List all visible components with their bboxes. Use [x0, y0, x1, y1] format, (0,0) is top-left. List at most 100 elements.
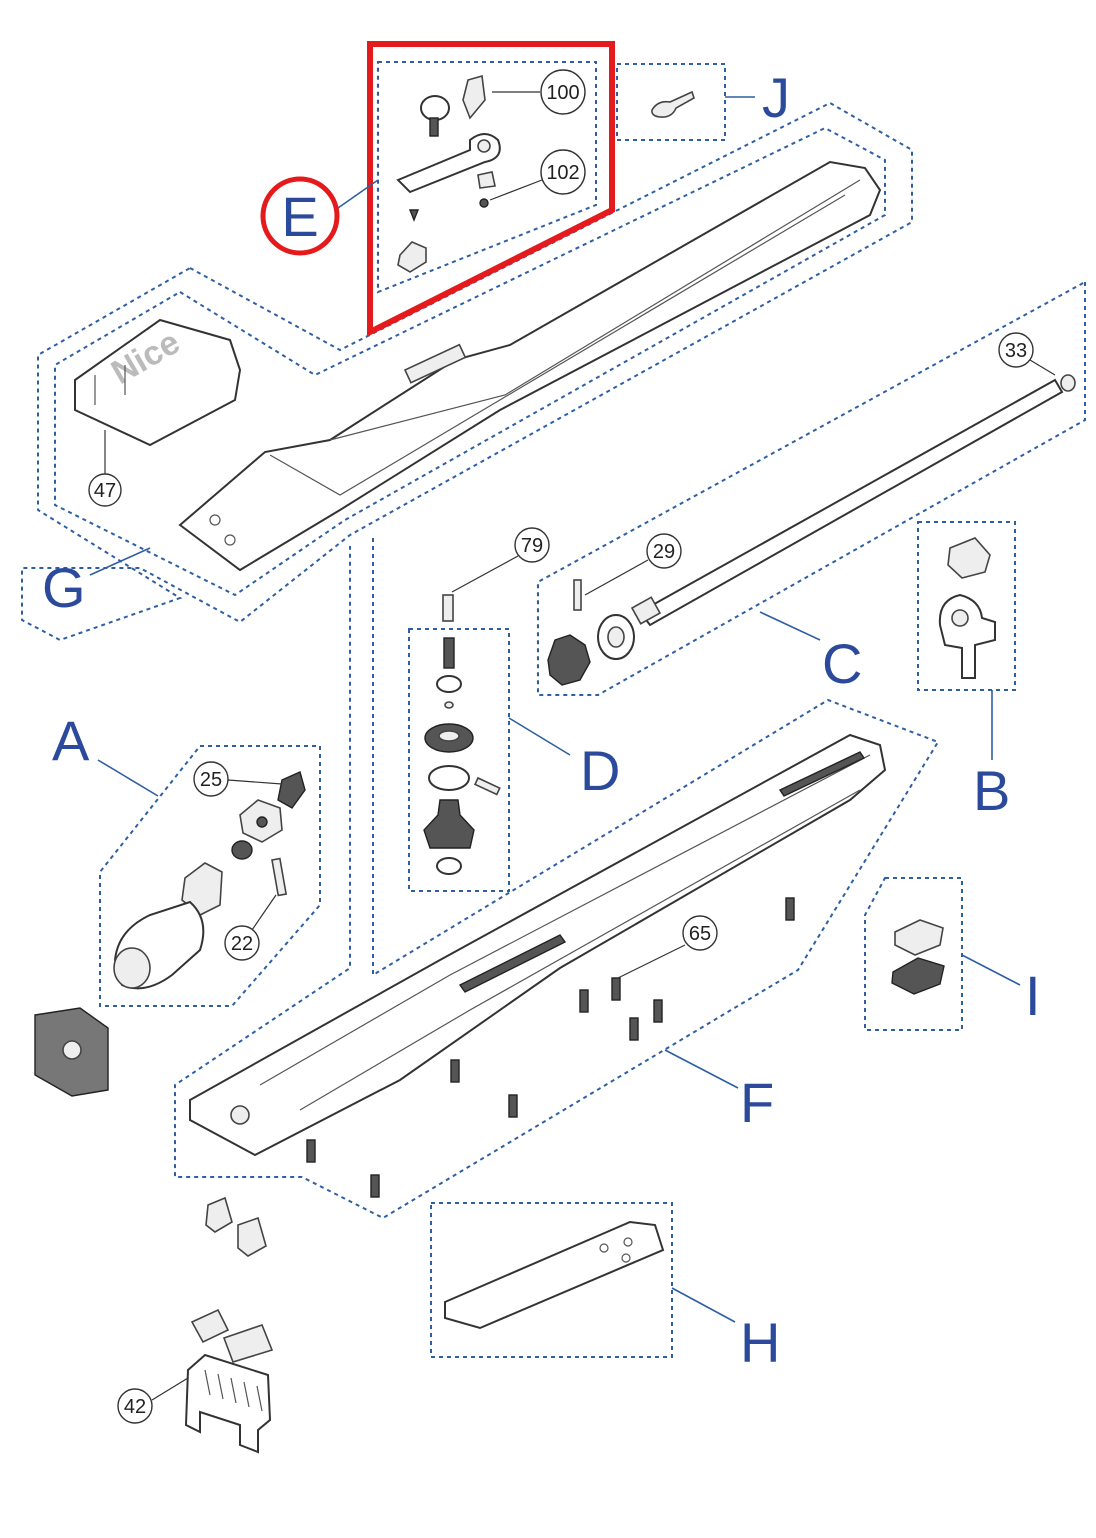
plate-hole	[621, 1253, 631, 1263]
screw-group	[306, 897, 795, 1198]
group-f: 65 F	[174, 538, 940, 1220]
part-number-22: 22	[231, 933, 253, 955]
group-letter-h: H	[740, 1311, 780, 1374]
screw	[611, 977, 621, 1001]
gearbox-plate-hole	[62, 1040, 82, 1060]
part-number-100: 100	[546, 82, 579, 104]
bevel-gear-part	[423, 799, 475, 849]
motor-flange-part	[181, 862, 223, 916]
cover-ridge-line	[269, 179, 861, 496]
cap-notch	[94, 365, 126, 405]
group-letter-d: D	[580, 739, 620, 802]
group-h-border	[430, 1202, 673, 1358]
group-i: I	[864, 877, 1041, 1031]
leader-e	[337, 179, 379, 209]
release-lever-hole	[951, 609, 969, 627]
part-number-circle-33	[998, 332, 1034, 368]
group-letter-c: C	[822, 632, 862, 695]
part-number-circle-102	[540, 149, 586, 195]
leader-h	[671, 1287, 736, 1323]
part-number-65: 65	[689, 923, 711, 945]
cable-gland-part	[237, 1216, 267, 1257]
group-letter-f: F	[740, 1071, 774, 1134]
part-number-circle-25	[193, 761, 229, 797]
group-i-border	[864, 877, 963, 1031]
release-lever-part	[938, 593, 996, 679]
screw	[653, 999, 663, 1023]
cable-gland-group	[205, 1196, 267, 1257]
dowel-d	[473, 776, 501, 796]
terminal-block-group: 42	[117, 1308, 274, 1454]
bearing-inner	[607, 626, 625, 648]
group-letter-e: E	[281, 185, 318, 248]
part-number-circle-22	[224, 925, 260, 961]
group-e-highlight-box	[367, 41, 615, 337]
group-f-border	[174, 538, 940, 1220]
leader-22	[251, 894, 277, 931]
part-number-circle-47	[88, 473, 122, 507]
group-e: 100 102 E	[260, 41, 615, 337]
pin-22	[271, 857, 288, 897]
group-b-border	[917, 521, 1016, 691]
clip-part	[397, 241, 427, 273]
bushing-part	[947, 537, 991, 579]
group-letter-a: A	[52, 709, 90, 772]
part-number-79: 79	[521, 535, 543, 557]
shaft-part	[638, 378, 1064, 627]
leader-c	[759, 611, 821, 641]
plate-hole	[599, 1243, 609, 1253]
leader-33	[1029, 359, 1056, 376]
part-number-42: 42	[124, 1396, 146, 1418]
group-h: H	[430, 1202, 780, 1374]
leader-79	[451, 555, 519, 593]
lever-part	[396, 133, 501, 194]
small-ring	[444, 701, 454, 709]
washer-part	[436, 675, 462, 693]
key-part	[651, 90, 695, 118]
part-number-circle-65	[682, 915, 718, 951]
bearing-d-inner	[438, 730, 460, 742]
washer-d-bottom	[436, 857, 462, 875]
group-c: 33 29 C	[537, 280, 1086, 696]
terminal-block-part	[184, 1353, 272, 1454]
part-number-29: 29	[653, 541, 675, 563]
screw	[450, 1059, 460, 1083]
part-number-47: 47	[94, 480, 116, 502]
screw	[579, 989, 589, 1013]
knob-stem	[429, 117, 439, 137]
part-number-circle-100	[540, 69, 586, 115]
motor-pinion-25	[277, 771, 306, 809]
screw	[629, 1017, 639, 1041]
group-g: Nice 47 G	[21, 101, 913, 642]
part-102	[479, 198, 489, 208]
slider-block-part	[891, 957, 945, 995]
cover-hole	[209, 514, 221, 526]
housing-channel-line	[259, 754, 871, 1111]
motor-end-cap	[113, 947, 151, 989]
cover-hole	[224, 534, 236, 546]
gear-part	[547, 634, 591, 686]
group-e-border	[377, 61, 597, 294]
group-letter-j: J	[762, 66, 790, 129]
screw	[785, 897, 795, 921]
plate-part	[444, 1220, 665, 1330]
screw	[370, 1174, 380, 1198]
group-letter-i: I	[1025, 964, 1041, 1027]
housing-rack	[458, 751, 866, 993]
group-d: 79 D	[408, 527, 620, 892]
part-number-circle-29	[646, 533, 682, 569]
group-letter-b: B	[973, 759, 1010, 822]
leader-a	[97, 759, 159, 797]
leader-102	[489, 179, 543, 201]
group-g-inner-border	[54, 126, 886, 597]
part-number-25: 25	[200, 769, 222, 791]
part-number-102: 102	[546, 162, 579, 184]
group-j: J	[616, 63, 790, 141]
group-g-border	[21, 101, 913, 642]
coupling-part	[231, 840, 253, 860]
leader-i	[961, 954, 1021, 986]
knob-part	[420, 95, 450, 121]
leader-g	[89, 547, 151, 576]
lever-hole	[477, 139, 491, 153]
